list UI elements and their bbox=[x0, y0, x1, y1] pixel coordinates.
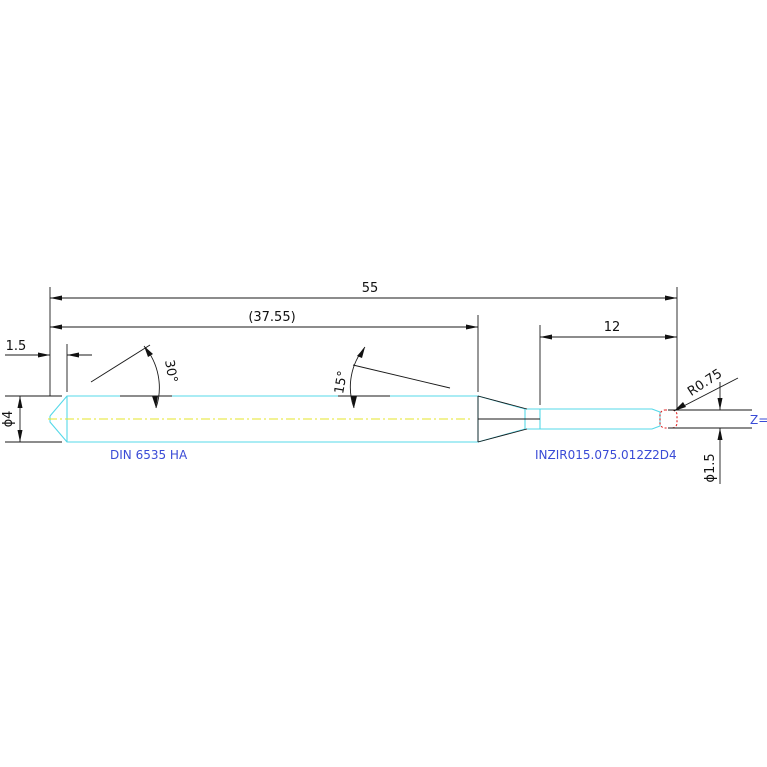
cut-length-label: 12 bbox=[604, 320, 621, 335]
standard-note: DIN 6535 HA bbox=[110, 448, 188, 462]
overall-length-label: 55 bbox=[362, 281, 379, 296]
taper-bottom-edge bbox=[477, 428, 528, 443]
taper-angle-label: 15° bbox=[332, 370, 351, 395]
dimension-shank-diameter: ϕ4 bbox=[1, 395, 62, 443]
dimension-cut-length: 12 bbox=[539, 320, 677, 405]
tip-radius-highlight bbox=[659, 409, 678, 429]
dimension-chamfer-angle: 30° bbox=[90, 344, 180, 409]
dimension-shank-length: (37.55) bbox=[50, 310, 479, 392]
taper-top-edge bbox=[477, 395, 528, 410]
dimension-taper-angle: 15° bbox=[332, 346, 451, 409]
chamfer-length-label: 1.5 bbox=[6, 339, 27, 354]
dimension-tip-diameter: ϕ1.5 bbox=[668, 382, 752, 484]
dimension-overall-length: 55 bbox=[49, 281, 678, 410]
part-number-note: INZIR015.075.012Z2D4 bbox=[535, 448, 677, 462]
dimension-corner-radius: R0.75 bbox=[673, 366, 739, 412]
chamfer-angle-label: 30° bbox=[161, 359, 180, 384]
tip-diameter-label: ϕ1.5 bbox=[703, 453, 718, 482]
dimension-chamfer-length: 1.5 bbox=[5, 339, 92, 392]
cutting-outline bbox=[540, 408, 661, 430]
flutes-note: Z=2 bbox=[750, 413, 767, 427]
shank-diameter-label: ϕ4 bbox=[1, 411, 16, 428]
shank-length-label: (37.55) bbox=[248, 310, 295, 325]
